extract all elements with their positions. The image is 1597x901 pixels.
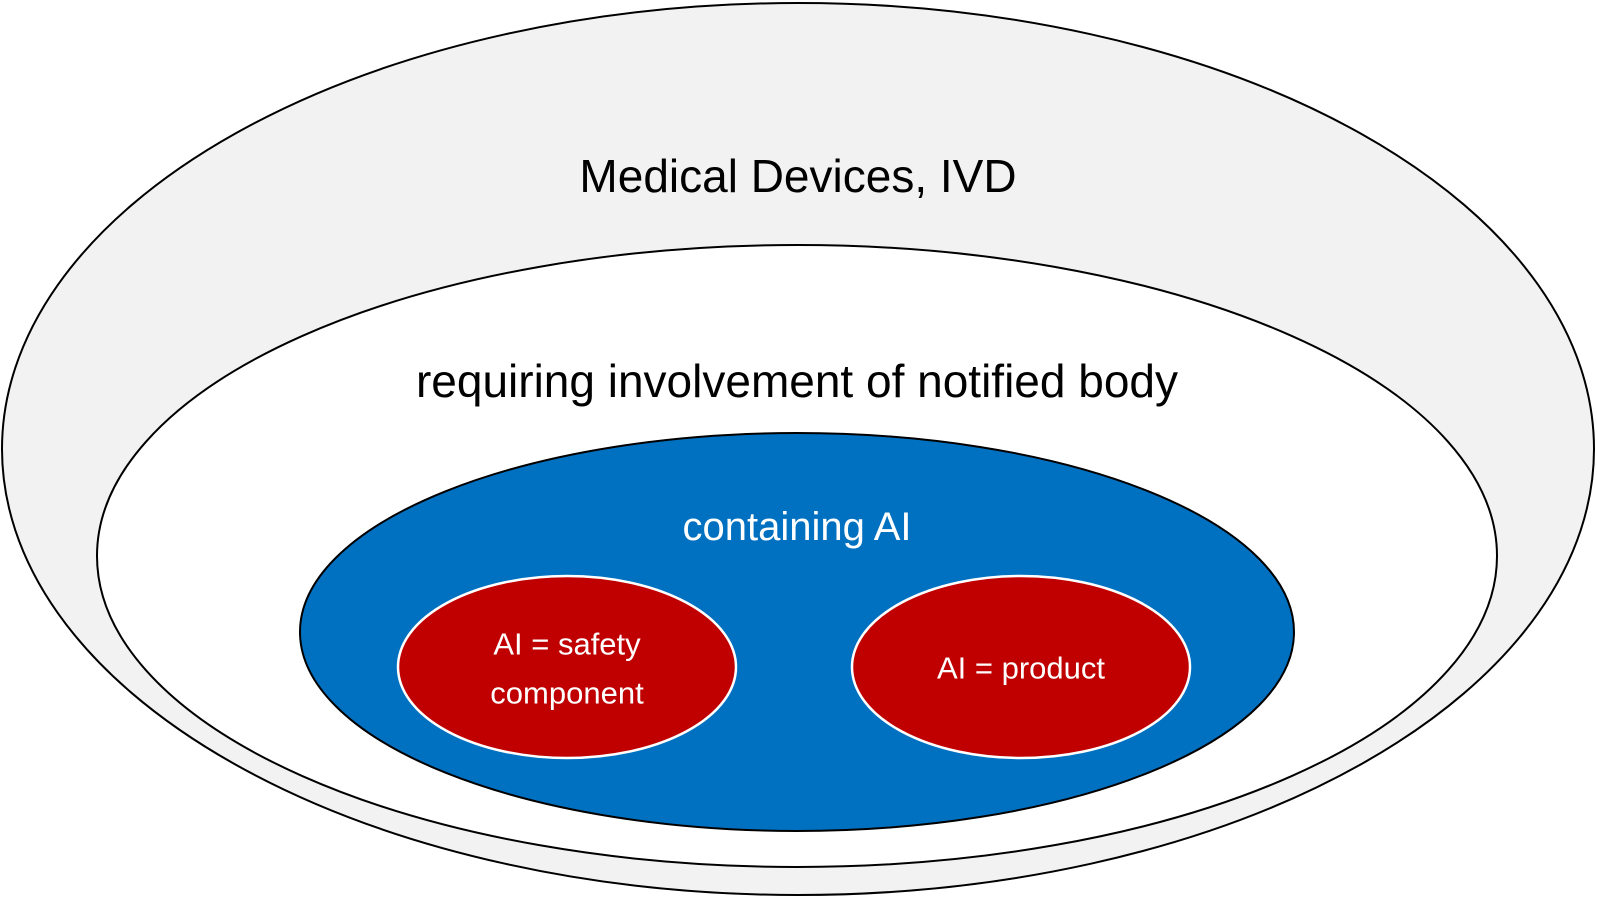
notified-body-label: requiring involvement of notified body [416, 355, 1178, 407]
ai-safety-component-label-line2: component [490, 676, 644, 711]
ai-product-ellipse [850, 574, 1192, 760]
ai-safety-component-label-line1: AI = safety [493, 627, 641, 662]
ai-product-label: AI = product [937, 651, 1105, 686]
ai-safety-component-ellipse [396, 574, 738, 760]
medical-devices-label: Medical Devices, IVD [579, 150, 1016, 202]
containing-ai-label: containing AI [682, 505, 911, 549]
